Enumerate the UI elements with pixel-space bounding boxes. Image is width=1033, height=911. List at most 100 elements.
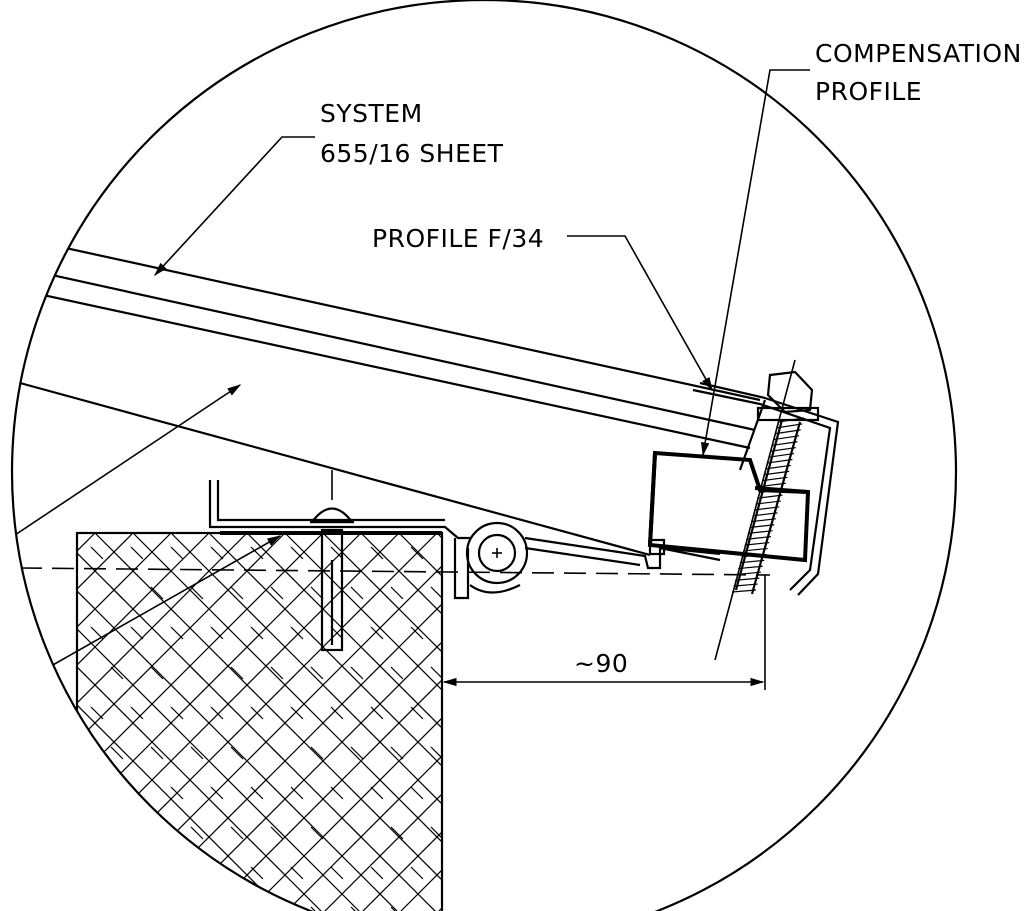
roof-sheet-layers	[19, 236, 761, 557]
screw-thread-line	[771, 441, 798, 447]
hatch-line	[77, 533, 344, 911]
hatch-tick	[230, 666, 244, 680]
hatch-tick	[150, 906, 164, 911]
hatch-tick	[170, 866, 184, 880]
hatch-line	[77, 533, 78, 911]
masonry-wall	[0, 531, 1033, 911]
hatch-line	[475, 533, 875, 911]
hatch-tick	[290, 706, 304, 720]
anchor-bolt	[309, 470, 355, 652]
hatch-line	[436, 533, 442, 911]
hatch-line	[77, 533, 438, 911]
screw-thread-line	[746, 536, 771, 540]
leader-compensation-profile	[701, 69, 810, 457]
hatch-line	[302, 533, 442, 911]
hatch-tick	[290, 626, 304, 640]
hatch-tick	[430, 826, 442, 840]
screw-threads	[731, 417, 805, 593]
hatch-tick	[130, 866, 144, 880]
label-system-line2: 655/16 SHEET	[320, 139, 504, 168]
hatch-tick	[390, 586, 404, 600]
hatch-line	[77, 533, 420, 911]
hatch-tick	[370, 626, 384, 640]
hatch-tick	[90, 786, 104, 800]
hatch-tick	[210, 786, 224, 800]
hatch-line	[77, 533, 400, 911]
hatch-tick	[370, 786, 384, 800]
hatch-line	[0, 533, 19, 911]
hatch-tick	[190, 906, 204, 911]
hatch-line	[77, 533, 172, 911]
hatch-line	[77, 533, 324, 911]
screw-thread-line	[755, 500, 781, 505]
hatch-tick	[170, 786, 184, 800]
screw-thread-line	[763, 470, 790, 476]
hatch-line	[132, 533, 442, 911]
label-compensation-line2: PROFILE	[815, 77, 922, 106]
hatch-tick	[230, 826, 244, 840]
base-profile	[208, 480, 470, 600]
hatch-tick	[130, 626, 144, 640]
hatch-line	[741, 533, 1033, 911]
hatch-tick	[270, 586, 284, 600]
screw-thread-line	[754, 506, 780, 511]
hatch-tick	[190, 586, 204, 600]
hatch-line	[77, 533, 362, 911]
screw-thread-line	[766, 458, 793, 464]
hatch-tick	[410, 866, 424, 880]
hatch-line	[0, 533, 57, 911]
hatch-line	[226, 533, 442, 911]
hatch-line	[170, 533, 442, 911]
label-system-line1: SYSTEM	[320, 99, 423, 128]
hatch-tick	[110, 586, 124, 600]
screw-thread-line	[760, 482, 786, 488]
hatch-line	[188, 533, 442, 911]
screw-thread-line	[731, 589, 757, 593]
hatch-tick	[310, 826, 324, 840]
screw-thread-line	[768, 452, 795, 458]
screw-thread-line	[739, 559, 765, 564]
hatch-line	[817, 533, 1033, 911]
hatch-line	[77, 533, 210, 911]
self-tapping-screw	[714, 359, 820, 661]
hatch-tick	[310, 746, 324, 760]
hatch-tick	[330, 866, 344, 880]
label-compensation-line1: COMPENSATION	[815, 39, 1022, 68]
hatch-line	[665, 533, 1033, 911]
hatch-line	[340, 533, 442, 911]
hatch-line	[77, 533, 382, 911]
hatch-tick	[190, 826, 204, 840]
dimension-label: ~90	[574, 649, 628, 678]
hatch-tick	[210, 866, 224, 880]
hatch-tick	[410, 786, 424, 800]
hatch-tick	[110, 906, 124, 911]
hatch-tick	[290, 546, 304, 560]
hatch-tick	[350, 746, 364, 760]
hatch-tick	[270, 906, 284, 911]
hatch-line	[378, 533, 442, 911]
hatch-line	[322, 533, 442, 911]
hatch-line	[77, 533, 306, 911]
hatch-tick	[350, 906, 364, 911]
hatch-tick	[170, 546, 184, 560]
hatch-tick	[410, 706, 424, 720]
screw-thread-line	[769, 447, 796, 452]
hatch-tick	[90, 706, 104, 720]
hatch-tick	[290, 866, 304, 880]
hatch-tick	[270, 826, 284, 840]
hatch-tick	[150, 746, 164, 760]
hatch-tick	[430, 906, 442, 911]
hatch-tick	[210, 706, 224, 720]
hatch-tick	[410, 546, 424, 560]
hatch-tick	[310, 906, 324, 911]
hatch-tick	[170, 626, 184, 640]
hatch-tick	[150, 826, 164, 840]
screw-thread-line	[743, 547, 768, 552]
screw-thread-line	[744, 541, 770, 546]
screw-thread-line	[747, 530, 773, 534]
hatch-line	[779, 533, 1033, 911]
reference-dashed-line	[19, 567, 771, 576]
hatch-line	[150, 533, 442, 911]
hatch-tick	[110, 826, 124, 840]
hatch-tick	[90, 866, 104, 880]
